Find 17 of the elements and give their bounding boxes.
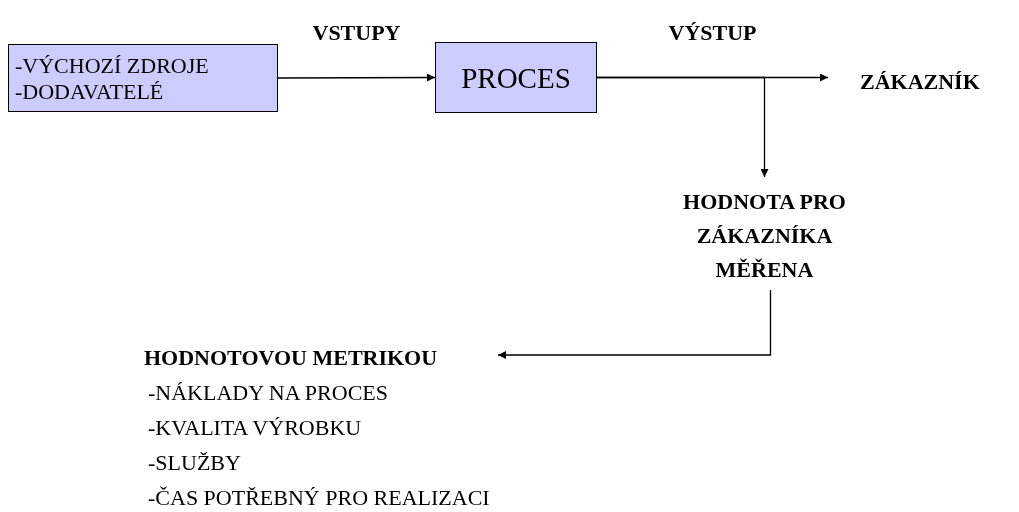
list-heading: HODNOTOVOU METRIKOU [144,344,439,372]
edge-label: VSTUPY [312,20,401,46]
list-item: -ČAS POTŘEBNÝ PRO REALIZACI [147,484,491,512]
input-box [8,44,278,112]
node-label: HODNOTA PRO ZÁKAZNÍKA MĚŘENA [682,188,847,284]
list-item: -KVALITA VÝROBKU [147,414,363,442]
list-item: -NÁKLADY NA PROCES [147,379,389,407]
edge-label: VÝSTUP [668,19,757,46]
process-label: PROCES [460,61,572,95]
list-item: -VÝCHOZÍ ZDROJE [15,53,210,79]
list-item: -SLUŽBY [147,449,242,477]
arrow [497,289,772,359]
arrow [596,76,769,178]
process-box [435,42,597,113]
node-label: ZÁKAZNÍK [860,68,980,96]
list-item: -DODAVATELÉ [15,79,165,105]
arrow [277,73,436,82]
